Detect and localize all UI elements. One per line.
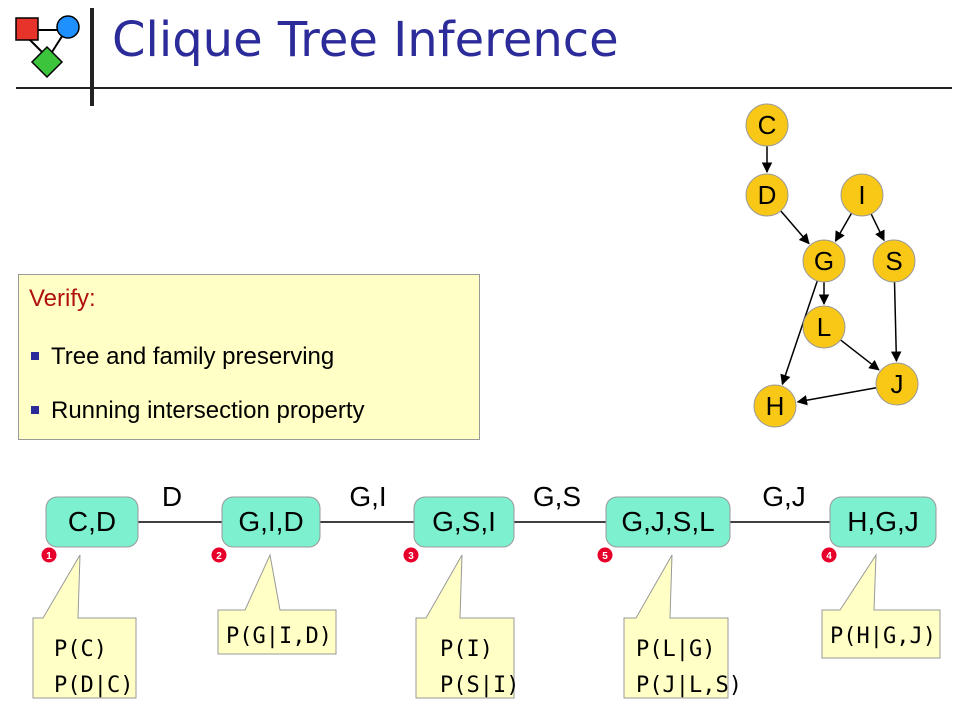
network-node-j: J bbox=[875, 362, 919, 406]
order-badge: 1 bbox=[40, 546, 58, 564]
badge-circle bbox=[596, 546, 614, 564]
node-label: G bbox=[814, 246, 834, 276]
clique-node: G,J,S,L bbox=[605, 496, 731, 548]
clique-node: C,D bbox=[45, 496, 139, 548]
node-circle bbox=[875, 362, 919, 406]
node-label: D bbox=[758, 180, 777, 210]
badge-circle bbox=[40, 546, 58, 564]
clique-node: H,G,J bbox=[829, 496, 937, 548]
clique-box bbox=[221, 496, 321, 548]
sepset-label: G,J bbox=[762, 481, 806, 512]
clique-box bbox=[605, 496, 731, 548]
sepset-label: G,S bbox=[533, 481, 581, 512]
sepset-label: D bbox=[162, 481, 182, 512]
factor-label: P(C) bbox=[54, 637, 107, 662]
order-badge: 2 bbox=[210, 546, 228, 564]
factor-label: P(G|I,D) bbox=[226, 624, 332, 649]
bullet-icon bbox=[31, 352, 39, 360]
callout-shape bbox=[415, 554, 515, 699]
badge-label: 2 bbox=[216, 551, 222, 562]
edge-s-j bbox=[890, 281, 902, 363]
order-badge: 5 bbox=[596, 546, 614, 564]
network-node-c: C bbox=[745, 103, 789, 147]
badge-circle bbox=[820, 546, 838, 564]
badge-circle bbox=[402, 546, 420, 564]
node-circle bbox=[745, 173, 789, 217]
network-node-l: L bbox=[802, 305, 846, 349]
clique-node: G,S,I bbox=[413, 496, 515, 548]
factor-callout: P(I) P(S|I) bbox=[415, 554, 519, 699]
clique-label: G,J,S,L bbox=[621, 506, 714, 537]
node-label: H bbox=[766, 391, 785, 421]
edge-d-g bbox=[780, 210, 810, 245]
page-title: Clique Tree Inference bbox=[112, 12, 619, 68]
node-label: L bbox=[817, 312, 831, 342]
node-circle bbox=[840, 173, 884, 217]
logo-icon bbox=[15, 15, 80, 79]
callout-shape bbox=[623, 554, 729, 699]
clique-label: C,D bbox=[68, 506, 116, 537]
clique-box bbox=[829, 496, 937, 548]
verify-item: Running intersection property bbox=[31, 397, 365, 425]
clique-node: G,I,D bbox=[221, 496, 321, 548]
factor-label: P(S|I) bbox=[440, 673, 519, 698]
order-badge: 3 bbox=[402, 546, 420, 564]
edge-g-h bbox=[780, 280, 818, 386]
node-label: I bbox=[858, 180, 865, 210]
bullet-icon bbox=[31, 406, 39, 414]
clique-box bbox=[413, 496, 515, 548]
clique-tree-sepsets: D G,I G,S G,J bbox=[162, 481, 806, 512]
factor-label: P(H|G,J) bbox=[830, 624, 936, 649]
badge-label: 4 bbox=[826, 551, 832, 562]
clique-tree-cliques: C,D 1 G,I,D 2 G,S,I 3 G,J,S,L 5 H,G,J 4 bbox=[40, 496, 937, 564]
factor-callout: P(L|G) P(J|L,S) bbox=[623, 554, 742, 699]
edge-j-h bbox=[796, 386, 877, 406]
badge-label: 1 bbox=[46, 551, 52, 562]
clique-label: G,S,I bbox=[432, 506, 496, 537]
factor-label: P(I) bbox=[440, 637, 493, 662]
factor-label: P(D|C) bbox=[54, 673, 133, 698]
node-label: S bbox=[885, 246, 902, 276]
badge-label: 5 bbox=[602, 551, 608, 562]
order-badge: 4 bbox=[820, 546, 838, 564]
factor-callout: P(G|I,D) bbox=[217, 553, 337, 655]
node-label: C bbox=[758, 110, 777, 140]
node-circle bbox=[802, 305, 846, 349]
badge-label: 3 bbox=[408, 551, 414, 562]
factor-callout: P(C) P(D|C) bbox=[32, 554, 137, 699]
badge-circle bbox=[210, 546, 228, 564]
edge-l-j bbox=[840, 339, 880, 371]
network-node-g: G bbox=[802, 239, 846, 283]
network-node-i: I bbox=[840, 173, 884, 217]
verify-heading: Verify: bbox=[29, 285, 96, 312]
edge-i-s bbox=[870, 213, 885, 242]
factor-callouts: P(C) P(D|C) P(G|I,D) P(I) P(S|I) P(L|G) P(J|L,… bbox=[32, 553, 941, 699]
verify-box: Verify: Tree and family preserving Runni… bbox=[18, 274, 480, 440]
verify-item: Tree and family preserving bbox=[31, 343, 334, 371]
factor-label: P(J|L,S) bbox=[636, 673, 742, 698]
network-edges bbox=[761, 146, 902, 406]
node-label: J bbox=[891, 369, 904, 399]
network-node-h: H bbox=[753, 384, 797, 428]
factor-callout: P(H|G,J) bbox=[821, 553, 941, 659]
clique-box bbox=[45, 496, 139, 548]
network-node-s: S bbox=[872, 239, 916, 283]
verify-item-label: Running intersection property bbox=[51, 397, 365, 424]
node-circle bbox=[753, 384, 797, 428]
verify-item-label: Tree and family preserving bbox=[51, 343, 335, 370]
callout-shape bbox=[217, 553, 337, 655]
clique-label: G,I,D bbox=[238, 506, 303, 537]
network-node-d: D bbox=[745, 173, 789, 217]
callout-shape bbox=[32, 554, 137, 699]
factor-label: P(L|G) bbox=[636, 637, 715, 662]
edge-i-g bbox=[834, 212, 853, 242]
node-circle bbox=[802, 239, 846, 283]
clique-label: H,G,J bbox=[847, 506, 919, 537]
callout-shape bbox=[821, 553, 941, 659]
network-nodes: C D I G S L J H bbox=[745, 103, 919, 428]
sepset-label: G,I bbox=[349, 481, 386, 512]
node-circle bbox=[872, 239, 916, 283]
node-circle bbox=[745, 103, 789, 147]
